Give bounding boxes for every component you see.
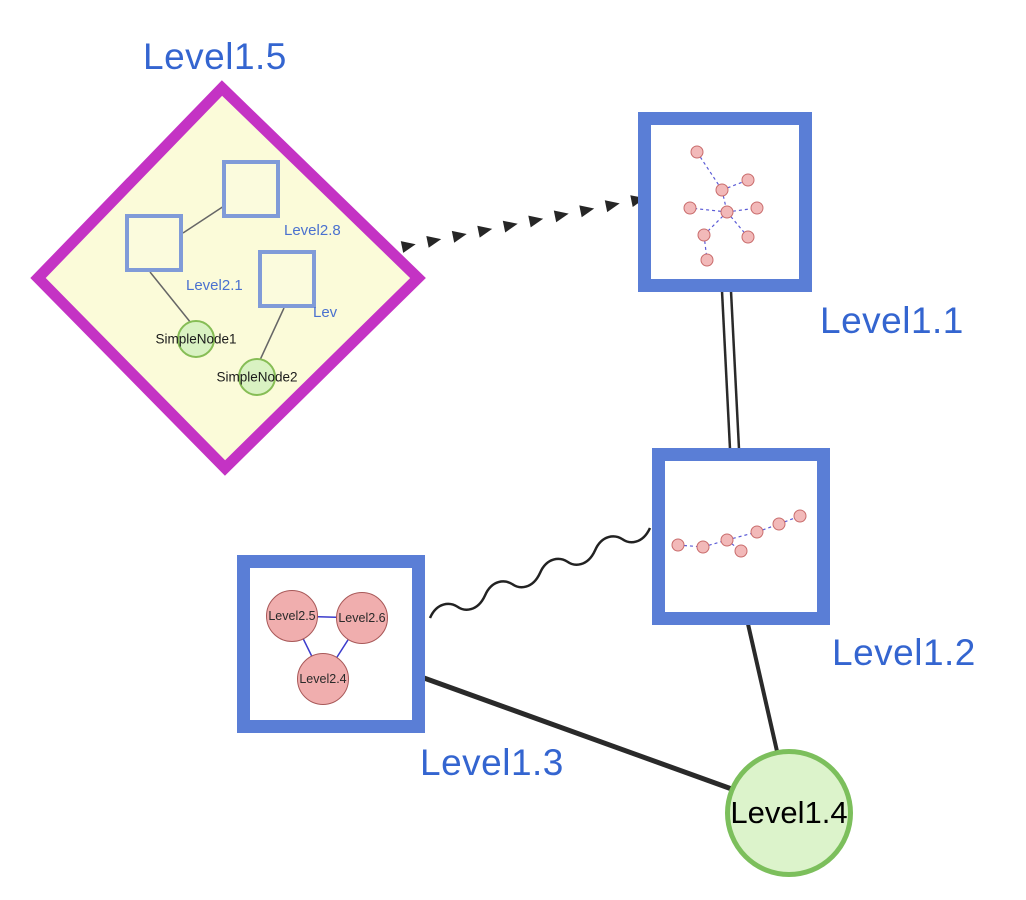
mini-node[interactable] xyxy=(715,183,729,197)
mini-node[interactable] xyxy=(741,230,755,244)
mini-node[interactable] xyxy=(690,145,704,159)
mini-edge[interactable] xyxy=(696,151,723,191)
label-level2-6: Level2.6 xyxy=(338,611,386,625)
node-level1-3[interactable]: Level2.5 Level2.6 Level2.4 xyxy=(237,555,425,733)
edge-level1-3-level1-4[interactable] xyxy=(423,675,741,795)
label-simplenode2: SimpleNode2 xyxy=(216,369,298,385)
mini-node[interactable] xyxy=(750,201,764,215)
node-simplenode1[interactable] xyxy=(177,320,215,358)
mini-node[interactable] xyxy=(720,533,734,547)
mini-node[interactable] xyxy=(683,201,697,215)
node-level2-6[interactable]: Level2.6 xyxy=(336,592,388,644)
label-level1-1: Level1.1 xyxy=(820,300,964,341)
mini-node[interactable] xyxy=(772,517,786,531)
mini-node[interactable] xyxy=(750,525,764,539)
label-level1-2: Level1.2 xyxy=(832,632,976,673)
mini-graph-level1-1 xyxy=(683,145,764,267)
label-level2-5: Level2.5 xyxy=(268,609,316,623)
node-level2-lev[interactable] xyxy=(258,250,316,308)
edge-level1-3-level1-2[interactable] xyxy=(428,527,652,619)
edge-level1-5-level1-1[interactable] xyxy=(400,195,646,253)
mini-edge[interactable] xyxy=(721,179,749,191)
diamond-inner-edges xyxy=(149,205,285,361)
node-level2-5[interactable]: Level2.5 xyxy=(266,590,318,642)
node-level1-4[interactable]: Level1.4 xyxy=(725,749,853,877)
mini-graph-level1-2 xyxy=(671,509,807,558)
label-level1-3: Level1.3 xyxy=(420,742,564,783)
mini-node[interactable] xyxy=(720,205,734,219)
label-level1-4: Level1.4 xyxy=(730,795,848,830)
edge-level1-1-level1-2[interactable] xyxy=(720,290,741,450)
label-level2-4: Level2.4 xyxy=(299,672,347,686)
mini-node[interactable] xyxy=(734,544,748,558)
node-level2-1[interactable] xyxy=(125,214,183,272)
node-level2-8[interactable] xyxy=(222,160,280,218)
node-level2-4[interactable]: Level2.4 xyxy=(297,653,349,705)
label-level2-8: Level2.8 xyxy=(284,222,341,239)
label-simplenode1: SimpleNode1 xyxy=(155,331,237,347)
edge-lev-simplenode2[interactable] xyxy=(259,307,285,361)
node-simplenode2[interactable] xyxy=(238,358,276,396)
mini-node[interactable] xyxy=(696,540,710,554)
mini-node[interactable] xyxy=(671,538,685,552)
group-node-level1-5[interactable] xyxy=(30,80,426,476)
mini-node[interactable] xyxy=(793,509,807,523)
label-level2-1: Level2.1 xyxy=(186,277,243,294)
edge-level2-1-simplenode1[interactable] xyxy=(149,271,192,324)
mini-node[interactable] xyxy=(697,228,711,242)
label-level1-5: Level1.5 xyxy=(143,36,287,77)
mini-node[interactable] xyxy=(741,173,755,187)
node-level1-2[interactable] xyxy=(652,448,830,625)
edge-level1-2-level1-4[interactable] xyxy=(746,623,781,761)
mini-node[interactable] xyxy=(700,253,714,267)
edge-level2-1-level2-8[interactable] xyxy=(182,205,225,234)
label-level2-lev: Lev xyxy=(313,304,338,321)
node-level1-1[interactable] xyxy=(638,112,812,292)
